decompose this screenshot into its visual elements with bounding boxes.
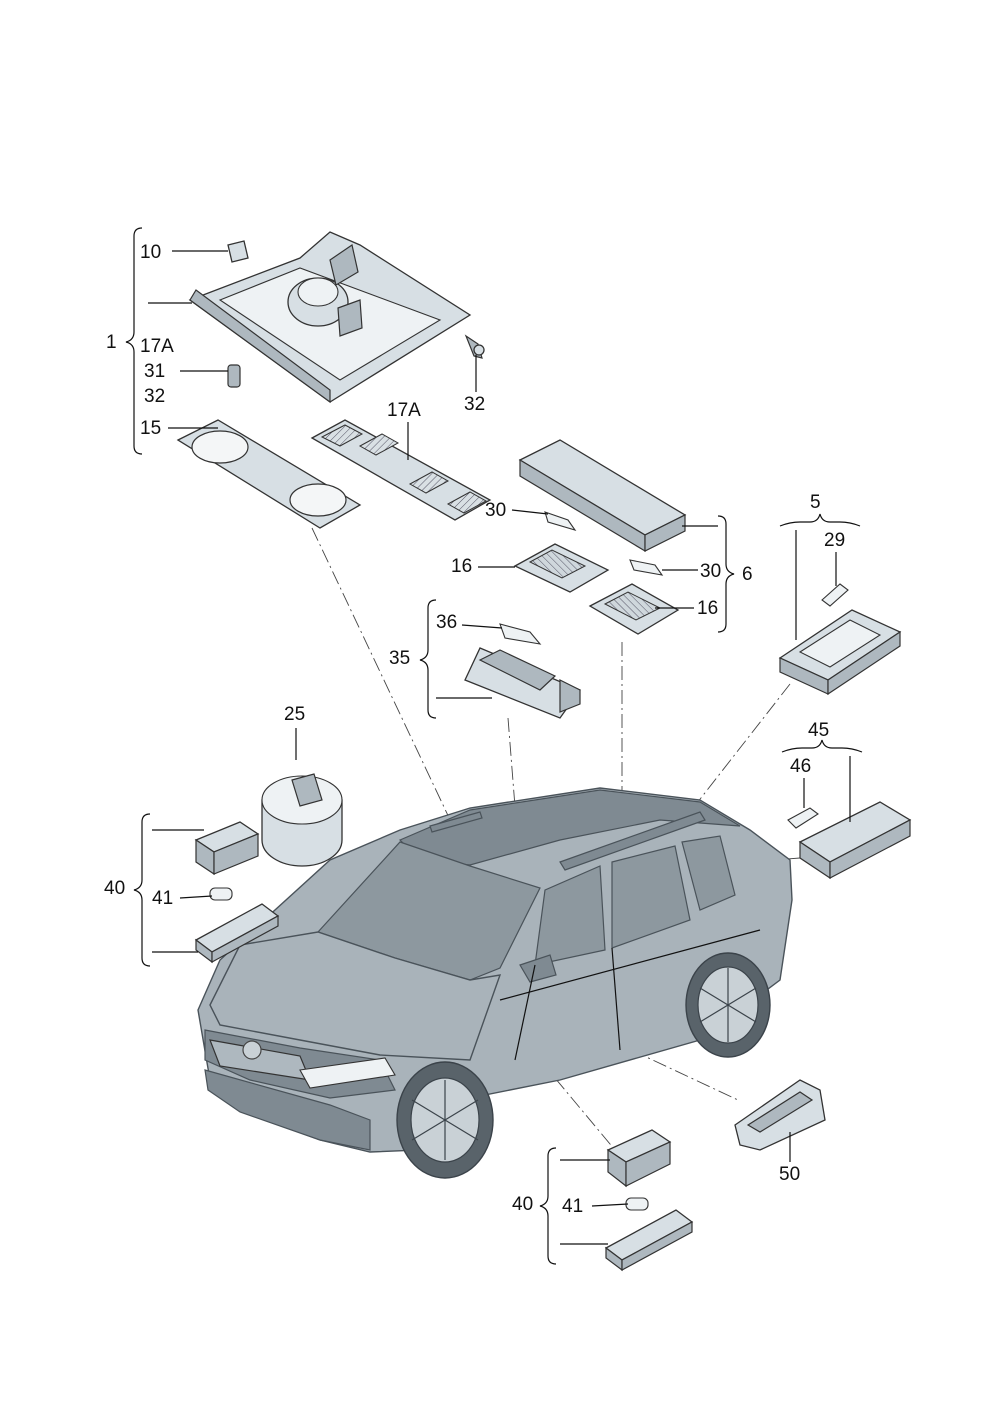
label-41-bottom: 41 — [562, 1196, 583, 1217]
label-29: 29 — [824, 530, 845, 551]
bulb-41-left — [209, 887, 233, 901]
label-35: 35 — [389, 648, 410, 669]
lens-16-left — [513, 543, 610, 593]
screw-32 — [464, 334, 485, 359]
leader-lines — [148, 250, 851, 1245]
bulb-41-bottom — [625, 1197, 649, 1211]
light-5 — [778, 609, 902, 696]
label-16-left: 16 — [451, 556, 472, 577]
label-15: 15 — [140, 418, 161, 439]
label-17a-mid: 17A — [387, 400, 421, 421]
sensor-25 — [261, 773, 343, 867]
label-6: 6 — [742, 564, 753, 585]
label-50: 50 — [779, 1164, 800, 1185]
label-17a-left: 17A — [140, 336, 174, 357]
bulb-29 — [821, 583, 849, 607]
label-16-right: 16 — [697, 598, 718, 619]
label-5: 5 — [810, 492, 821, 513]
gasket-15 — [176, 419, 362, 529]
clip-10 — [227, 240, 249, 263]
label-10: 10 — [140, 242, 161, 263]
vehicle-illustration — [197, 787, 793, 1179]
label-41-left: 41 — [152, 888, 173, 909]
label-31: 31 — [144, 361, 165, 382]
module-40-bottom — [604, 1129, 694, 1272]
brackets — [125, 227, 863, 1265]
light-35 — [464, 647, 582, 719]
label-32-left: 32 — [144, 386, 165, 407]
lens-strip-17A — [310, 419, 492, 521]
label-30-top: 30 — [485, 500, 506, 521]
label-40-left: 40 — [104, 878, 125, 899]
bulb-31 — [227, 364, 241, 388]
label-45: 45 — [808, 720, 829, 741]
label-36: 36 — [436, 612, 457, 633]
bulb-46 — [787, 807, 819, 829]
light-50 — [734, 1079, 826, 1151]
interior-light-6 — [518, 439, 687, 553]
bulb-36 — [499, 623, 542, 645]
label-40-bottom: 40 — [512, 1194, 533, 1215]
label-1: 1 — [106, 332, 117, 353]
part-labels: 10 1 17A 31 32 15 32 17A 30 16 30 6 16 5… — [104, 242, 845, 1217]
lens-16-right — [588, 583, 680, 635]
roof-console-housing — [188, 231, 472, 404]
label-25: 25 — [284, 704, 305, 725]
bulb-30-top — [544, 511, 577, 531]
bulb-30-right — [629, 559, 664, 576]
label-30-right: 30 — [700, 561, 721, 582]
light-45 — [798, 801, 912, 880]
label-46: 46 — [790, 756, 811, 777]
label-32-right: 32 — [464, 394, 485, 415]
module-40-left — [194, 821, 280, 964]
